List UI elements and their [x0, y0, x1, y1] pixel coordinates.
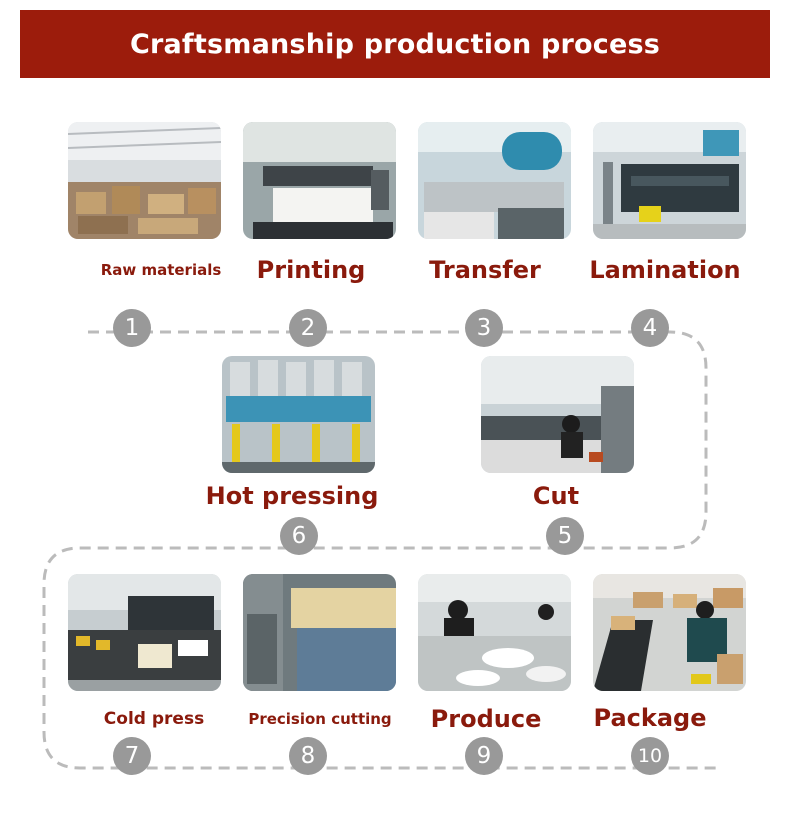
- produce-photo: [418, 574, 571, 691]
- step-9-label: Produce: [430, 705, 542, 733]
- step-4-number: 4: [631, 309, 669, 347]
- printing-photo: [243, 122, 396, 239]
- cut-photo: [481, 356, 634, 473]
- step-4-label: Lamination: [589, 256, 741, 284]
- step-6-label: Hot pressing: [205, 482, 379, 510]
- hot-pressing-photo: [222, 356, 375, 473]
- step-2-label: Printing: [256, 256, 366, 284]
- step-1-label: Raw materials: [100, 261, 222, 279]
- step-5-number: 5: [546, 517, 584, 555]
- step-5-label: Cut: [532, 482, 580, 510]
- lamination-photo: [593, 122, 746, 239]
- precision-cutting-photo: [243, 574, 396, 691]
- cold-press-photo: [68, 574, 221, 691]
- step-8-label: Precision cutting: [248, 710, 392, 728]
- raw-materials-photo: [68, 122, 221, 239]
- package-photo: [593, 574, 746, 691]
- step-7-label: Cold press: [103, 709, 205, 729]
- page-title: Craftsmanship production process: [129, 28, 661, 60]
- step-2-number: 2: [289, 309, 327, 347]
- step-10-label: Package: [593, 704, 707, 732]
- step-10-number: 10: [631, 737, 669, 775]
- step-6-number: 6: [280, 517, 318, 555]
- step-9-number: 9: [465, 737, 503, 775]
- step-1-number: 1: [113, 309, 151, 347]
- step-3-number: 3: [465, 309, 503, 347]
- step-7-number: 7: [113, 737, 151, 775]
- transfer-photo: [418, 122, 571, 239]
- step-8-number: 8: [289, 737, 327, 775]
- step-3-label: Transfer: [429, 256, 541, 284]
- title-banner: Craftsmanship production process: [20, 10, 770, 78]
